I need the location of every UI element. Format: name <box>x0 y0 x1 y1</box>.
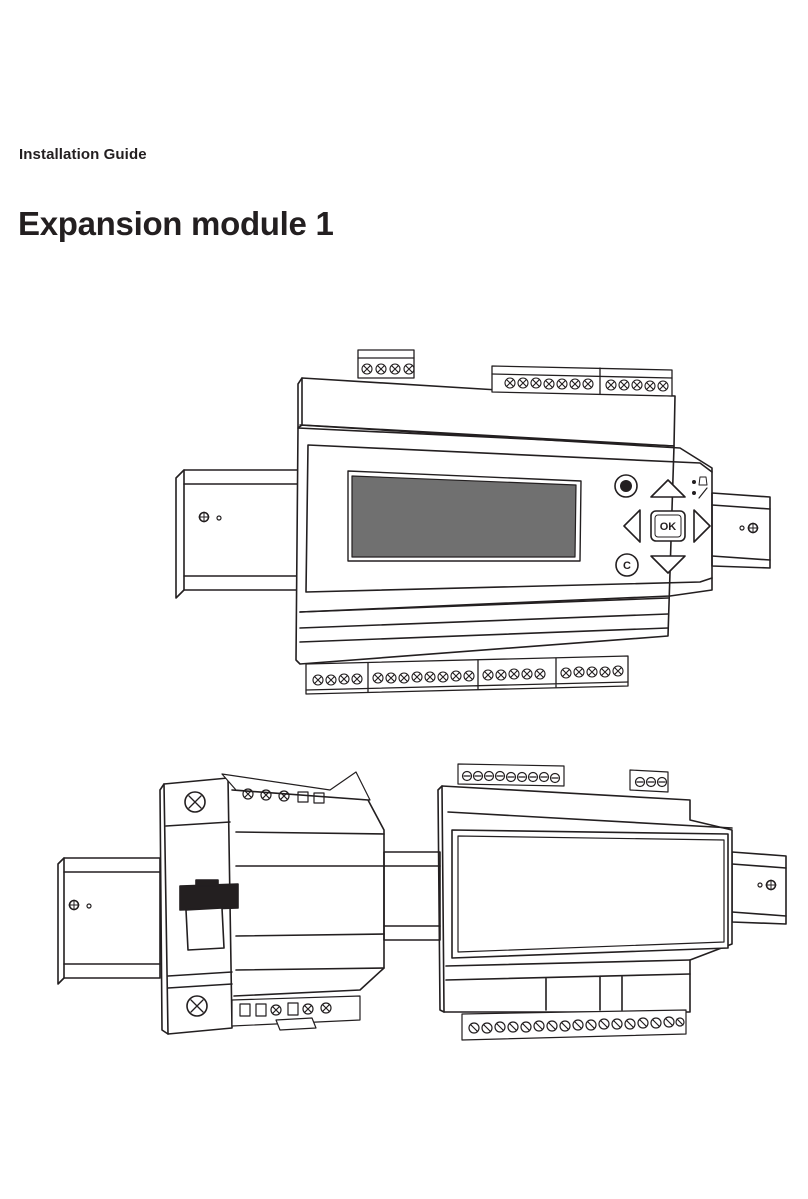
terminal-block-top-left <box>358 350 414 378</box>
breaker-module-illustration <box>58 772 440 1034</box>
pencil-icon <box>699 488 707 498</box>
bell-icon <box>699 477 707 485</box>
terminal-block-bottom <box>306 656 628 694</box>
terminal-block-top-right <box>492 366 672 396</box>
alarm-led <box>692 480 696 484</box>
breaker-lever <box>180 884 238 910</box>
blank-front-panel <box>458 836 724 952</box>
lcd-display <box>352 476 576 557</box>
clear-button-label: C <box>623 560 631 572</box>
arrow-right-icon <box>694 510 710 542</box>
ok-button-label: OK <box>660 521 677 533</box>
expansion-module-illustration <box>438 764 786 1040</box>
edit-led <box>692 491 696 495</box>
controller-device-illustration: OK C <box>176 350 770 694</box>
